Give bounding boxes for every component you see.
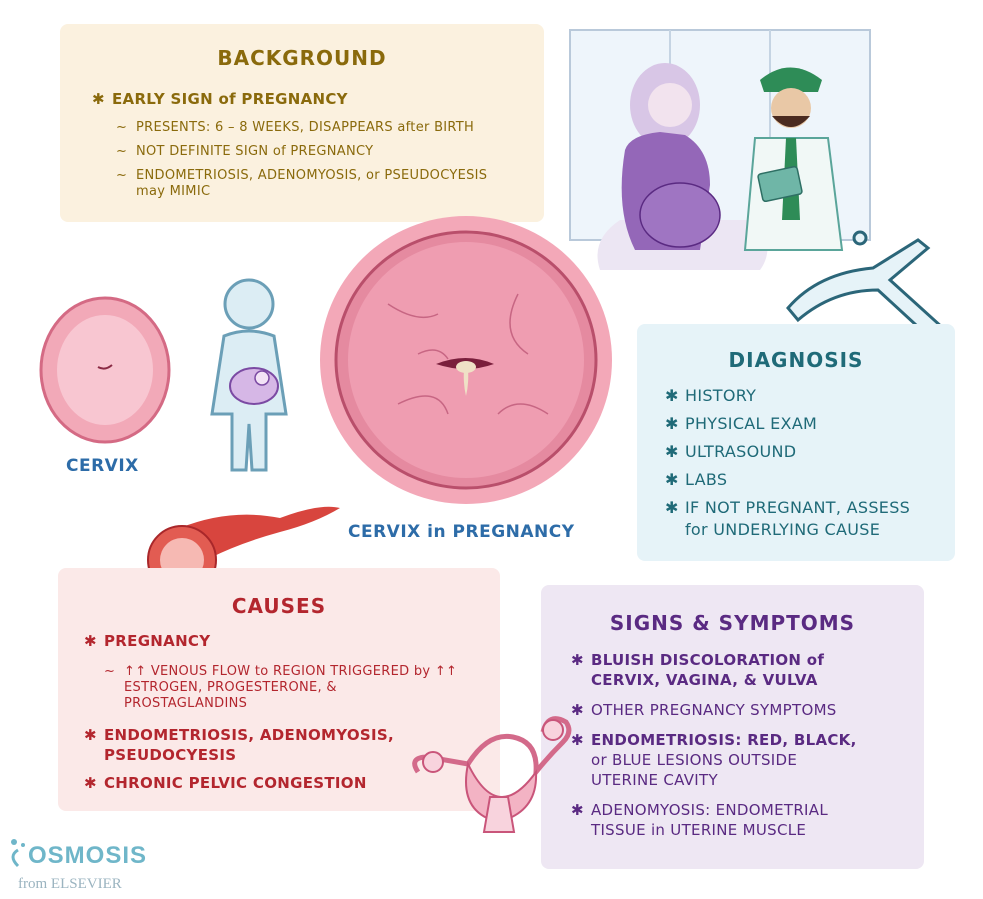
asterisk-icon: ✱ [84,774,97,792]
diagnosis-item-1: ✱HISTORY [665,386,757,405]
causes-title: CAUSES [231,594,327,618]
asterisk-icon: ✱ [571,651,584,669]
asterisk-icon: ✱ [84,726,97,744]
causes-bullet-3: ✱CHRONIC PELVIC CONGESTION [84,774,367,792]
causes-bullet-2-cont: PSEUDOCYESIS [104,746,237,764]
speculum-illustration [786,230,946,338]
cervix-label: CERVIX [66,456,139,476]
osmosis-logo-icon [11,839,25,868]
asterisk-icon: ✱ [665,414,679,433]
signs-item-3-cont-1: or BLUE LESIONS OUTSIDE [591,751,798,769]
signs-item-4: ✱ADENOMYOSIS: ENDOMETRIAL [571,801,828,819]
signs-item-2: ✱OTHER PREGNANCY SYMPTOMS [571,701,837,719]
causes-sub-3: PROSTAGLANDINS [124,696,248,711]
uterus-illustration [412,716,572,833]
tilde-icon: ~ [116,168,128,183]
asterisk-icon: ✱ [84,632,97,650]
pregnant-figure-illustration [210,278,288,472]
background-sub-3: ~ENDOMETRIOSIS, ADENOMYOSIS, or PSEUDOCY… [116,168,488,183]
signs-item-1-cont: CERVIX, VAGINA, & VULVA [591,671,818,689]
diagnosis-item-3: ✱ULTRASOUND [665,442,797,461]
background-bullet: ✱EARLY SIGN of PREGNANCY [92,90,348,108]
signs-item-1: ✱BLUISH DISCOLORATION of [571,651,825,669]
tilde-icon: ~ [104,664,116,679]
background-panel: BACKGROUND ✱EARLY SIGN of PREGNANCY ~PRE… [60,24,544,222]
diagnosis-title: DIAGNOSIS [728,348,864,372]
doctor-patient-illustration [569,29,871,270]
causes-sub-2: ESTROGEN, PROGESTERONE, & [124,680,337,695]
asterisk-icon: ✱ [665,386,679,405]
causes-sub-1: ~↑↑ VENOUS FLOW to REGION TRIGGERED by ↑… [104,664,458,679]
diagnosis-item-2: ✱PHYSICAL EXAM [665,414,818,433]
asterisk-icon: ✱ [665,498,679,517]
causes-panel: CAUSES ✱PREGNANCY ~↑↑ VENOUS FLOW to REG… [58,568,500,811]
osmosis-logo-name: OSMOSIS [28,842,148,869]
diagnosis-item-5: ✱IF NOT PREGNANT, ASSESS [665,498,911,517]
background-title: BACKGROUND [217,46,387,70]
signs-title: SIGNS & SYMPTOMS [609,611,856,635]
causes-bullet-1: ✱PREGNANCY [84,632,211,650]
asterisk-icon: ✱ [571,701,584,719]
signs-item-4-cont: TISSUE in UTERINE MUSCLE [591,821,807,839]
diagnosis-item-4: ✱LABS [665,470,728,489]
signs-item-3: ✱ENDOMETRIOSIS: RED, BLACK, [571,731,857,749]
osmosis-logo-sub: from ELSEVIER [18,876,122,892]
asterisk-icon: ✱ [665,442,679,461]
tilde-icon: ~ [116,144,128,159]
asterisk-icon: ✱ [571,801,584,819]
diagnosis-panel: DIAGNOSIS ✱HISTORY ✱PHYSICAL EXAM ✱ULTRA… [637,324,955,561]
diagnosis-item-5-cont: for UNDERLYING CAUSE [685,520,881,539]
tilde-icon: ~ [116,120,128,135]
asterisk-icon: ✱ [665,470,679,489]
background-sub-3-cont: may MIMIC [136,184,211,199]
causes-bullet-2: ✱ENDOMETRIOSIS, ADENOMYOSIS, [84,726,395,744]
asterisk-icon: ✱ [571,731,584,749]
signs-item-3-cont-2: UTERINE CAVITY [591,771,718,789]
background-sub-1: ~PRESENTS: 6 – 8 WEEKS, DISAPPEARS after… [116,120,475,135]
signs-panel: SIGNS & SYMPTOMS ✱BLUISH DISCOLORATION o… [541,585,924,869]
cervix-pregnancy-label: CERVIX in PREGNANCY [348,522,575,542]
background-sub-2: ~NOT DEFINITE SIGN of PREGNANCY [116,144,374,159]
cervix-pregnancy-illustration [320,216,612,504]
asterisk-icon: ✱ [92,90,105,108]
cervix-illustration [39,296,171,444]
